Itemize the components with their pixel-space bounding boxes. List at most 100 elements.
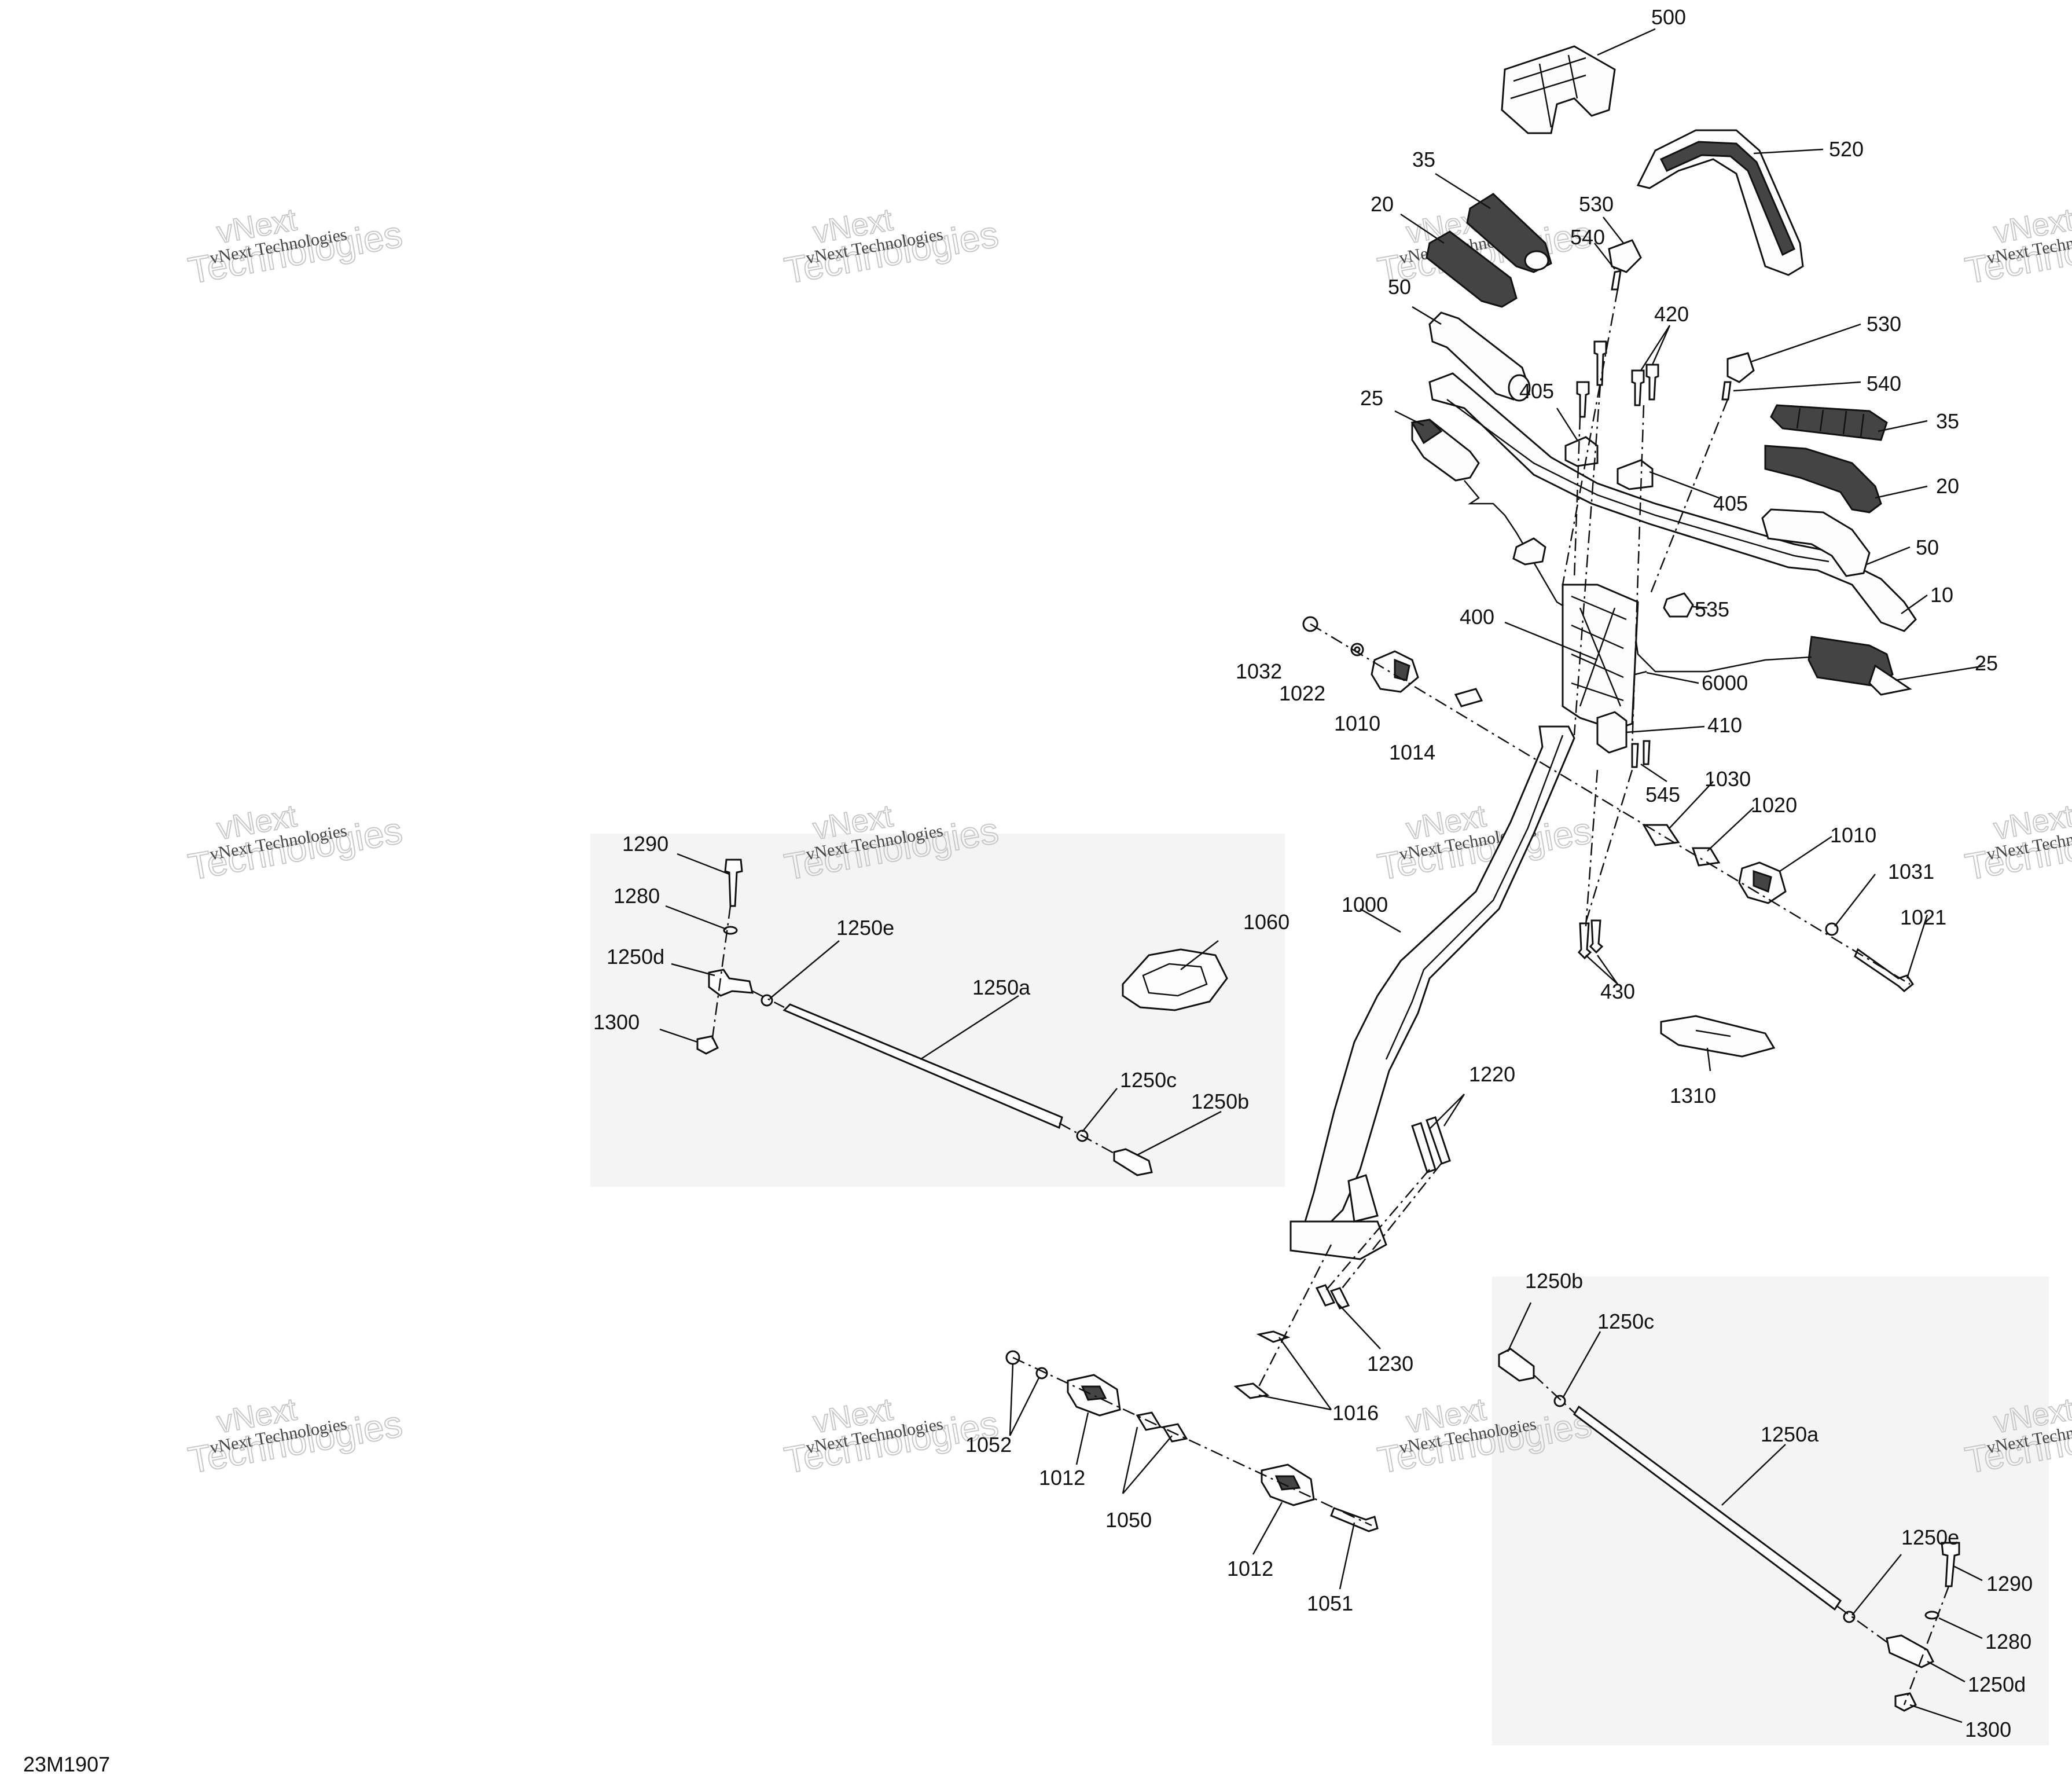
callout-1250c-right: 1250c <box>1597 1310 1654 1333</box>
part-10-handlebar <box>1428 372 1917 632</box>
callout-1016: 1016 <box>1332 1401 1379 1425</box>
callout-1012-right: 1012 <box>1227 1557 1273 1580</box>
part-530-clamp <box>1608 239 1755 383</box>
part-1250a-tie-rod <box>782 1003 1063 1129</box>
part-20-grip-heater <box>1426 230 1518 308</box>
callout-500: 500 <box>1651 5 1686 29</box>
callout-1010: 1010 <box>1334 711 1380 735</box>
part-35-grip <box>1466 193 1552 273</box>
callout-540-right: 540 <box>1867 372 1901 395</box>
part-1016-shim <box>1233 1330 1291 1399</box>
callout-1010-right: 1010 <box>1830 823 1876 847</box>
callout-535: 535 <box>1695 597 1729 621</box>
part-1290-bolt-right <box>1941 1542 1960 1587</box>
part-50-sleeve <box>1428 311 1531 402</box>
callout-35: 35 <box>1412 148 1435 171</box>
callout-1022: 1022 <box>1279 681 1325 705</box>
callout-1250d-right: 1250d <box>1968 1672 2026 1696</box>
callout-1250a-right: 1250a <box>1761 1422 1819 1446</box>
callout-20-right: 20 <box>1936 474 1959 498</box>
part-400-riser-block <box>1562 584 1639 731</box>
part-1012-link-end <box>1067 1374 1315 1506</box>
callout-35-right: 35 <box>1936 409 1959 433</box>
watermark: Technologies vNext Technologies vNext <box>781 1391 1002 1482</box>
callout-1012: 1012 <box>1039 1466 1085 1490</box>
watermark: Technologies vNext Technologies vNext <box>1374 798 1595 889</box>
assembly-axes <box>711 289 1950 1705</box>
callout-1230: 1230 <box>1367 1352 1413 1375</box>
part-20-grip-heater-right <box>1764 445 1882 513</box>
callout-400: 400 <box>1460 605 1494 629</box>
part-35-grip-right <box>1770 404 1888 441</box>
part-1021-bolt <box>1854 948 1915 992</box>
leader-lines <box>659 28 1986 1723</box>
callout-1250b: 1250b <box>1191 1090 1249 1113</box>
part-430-bolt <box>1577 919 1604 960</box>
callout-1280-right: 1280 <box>1985 1630 2031 1653</box>
part-540-screw <box>1611 270 1732 401</box>
callout-405: 405 <box>1519 379 1554 403</box>
callout-530: 530 <box>1579 192 1614 216</box>
callout-1021: 1021 <box>1900 905 1946 929</box>
callout-1300: 1300 <box>593 1010 640 1034</box>
part-1250b-rod-end-right <box>1498 1348 1535 1382</box>
callout-1250e: 1250e <box>836 916 894 940</box>
heater-wire-right <box>1631 613 1812 673</box>
part-1310-pad <box>1660 1015 1776 1058</box>
callout-1250c: 1250c <box>1120 1068 1177 1092</box>
callout-1250b-right: 1250b <box>1525 1269 1583 1293</box>
callout-1290-right: 1290 <box>1986 1572 2033 1595</box>
callout-1014: 1014 <box>1389 740 1435 764</box>
part-1014-shim <box>1454 688 1483 707</box>
part-410-lower-cap <box>1596 711 1628 754</box>
part-1250e-nut <box>761 994 773 1007</box>
callout-430: 430 <box>1600 980 1635 1003</box>
part-1022-washer <box>1350 643 1364 656</box>
part-405-clamp-cap <box>1512 436 1654 566</box>
part-420-bolt <box>1576 340 1659 418</box>
part-1020-bushing <box>1691 847 1721 867</box>
part-535-clip <box>1663 592 1694 618</box>
part-1250c-nut-right <box>1553 1395 1566 1407</box>
callout-50-right: 50 <box>1916 535 1939 559</box>
callout-50: 50 <box>1388 275 1411 299</box>
callout-25: 25 <box>1360 386 1383 410</box>
part-25-grip-end-right <box>1808 636 1912 696</box>
part-1010-bearing-cap-right <box>1738 861 1787 904</box>
part-1280-washer <box>723 926 738 935</box>
callout-1280: 1280 <box>613 884 660 908</box>
callout-1032: 1032 <box>1236 659 1282 683</box>
callout-540: 540 <box>1570 225 1605 249</box>
part-1290-bolt <box>724 859 743 907</box>
part-1250a-tie-rod-right <box>1573 1405 1842 1611</box>
part-1051-bolt <box>1330 1507 1379 1532</box>
callout-545: 545 <box>1645 783 1680 806</box>
part-520-hand-guard <box>1636 129 1804 276</box>
callout-1250d: 1250d <box>607 945 664 969</box>
part-1250d-rod-end <box>708 969 754 997</box>
callout-1220: 1220 <box>1469 1062 1515 1086</box>
callout-1052: 1052 <box>965 1433 1012 1457</box>
callout-1060: 1060 <box>1243 910 1290 934</box>
watermark: Technologies vNext Technologies vNext <box>1961 798 2072 889</box>
part-1230-pin <box>1315 1284 1350 1310</box>
callout-1020: 1020 <box>1751 793 1797 817</box>
part-1060-cover <box>1122 948 1228 1011</box>
callout-1051: 1051 <box>1307 1591 1353 1615</box>
part-50-sleeve-right <box>1761 508 1871 577</box>
watermark: Technologies vNext Technologies vNext <box>185 1391 406 1482</box>
callout-10: 10 <box>1930 583 1953 607</box>
part-1300-nut <box>696 1035 719 1055</box>
part-1010-bearing-cap <box>1371 650 1419 693</box>
callout-1250e-right: 1250e <box>1901 1525 1959 1549</box>
callout-1030: 1030 <box>1704 767 1751 791</box>
part-25-grip-end <box>1410 419 1480 482</box>
callout-6000: 6000 <box>1702 671 1748 695</box>
part-545-screw <box>1631 740 1651 768</box>
part-1220-stud <box>1411 1116 1451 1173</box>
inset-panel-right <box>1492 1277 2049 1745</box>
part-1250b-rod-end <box>1113 1148 1153 1176</box>
part-1250e-nut-right <box>1843 1611 1856 1623</box>
